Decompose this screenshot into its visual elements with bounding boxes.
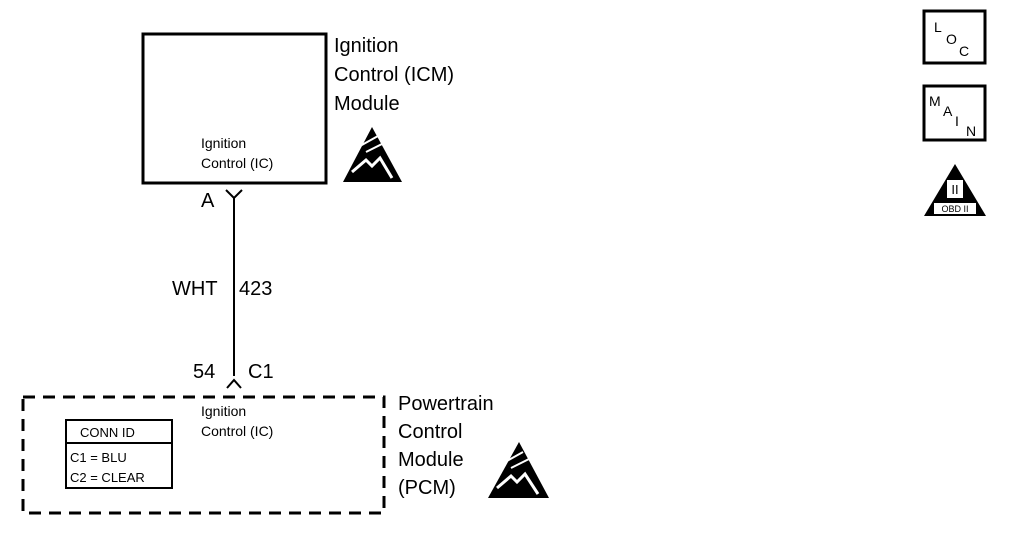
main-icon[interactable]: M A I N (922, 84, 987, 142)
pcm-box[interactable] (21, 395, 386, 515)
icm-terminal-label: A (201, 190, 215, 212)
conn-id-table (65, 419, 173, 489)
icm-terminal-female-icon (225, 189, 243, 200)
icm-title: Ignition Control (ICM) Module (334, 35, 460, 115)
svg-text:II: II (951, 182, 958, 197)
svg-text:I: I (955, 113, 959, 129)
wire-color-label: WHT (172, 278, 218, 300)
icm-pin-label: Ignition Control (IC) (201, 135, 273, 171)
svg-text:O: O (946, 31, 957, 47)
conn-id-header: CONN ID (80, 425, 135, 440)
loc-icon[interactable]: L O C (922, 9, 987, 65)
esd-warning-icon (343, 127, 402, 182)
esd-warning-icon (488, 442, 549, 498)
conn-id-row: C1 = BLU (70, 450, 127, 465)
svg-text:OBD II: OBD II (941, 204, 968, 214)
icm-box[interactable] (141, 32, 328, 185)
svg-text:A: A (943, 103, 953, 119)
obd-ii-icon[interactable]: II OBD II (924, 164, 986, 216)
svg-text:L: L (934, 19, 942, 35)
pcm-pin-label: Ignition Control (IC) (201, 403, 273, 439)
pcm-terminal-male-icon (226, 378, 242, 389)
svg-text:M: M (929, 93, 941, 109)
pcm-connector-label: C1 (248, 361, 274, 383)
conn-id-row: C2 = CLEAR (70, 470, 145, 485)
svg-text:C: C (959, 43, 969, 59)
pcm-title: Powertrain Control Module (PCM) (398, 393, 499, 499)
pcm-pin-number: 54 (193, 361, 215, 383)
wire-circuit-label: 423 (239, 278, 272, 300)
svg-text:N: N (966, 123, 976, 139)
